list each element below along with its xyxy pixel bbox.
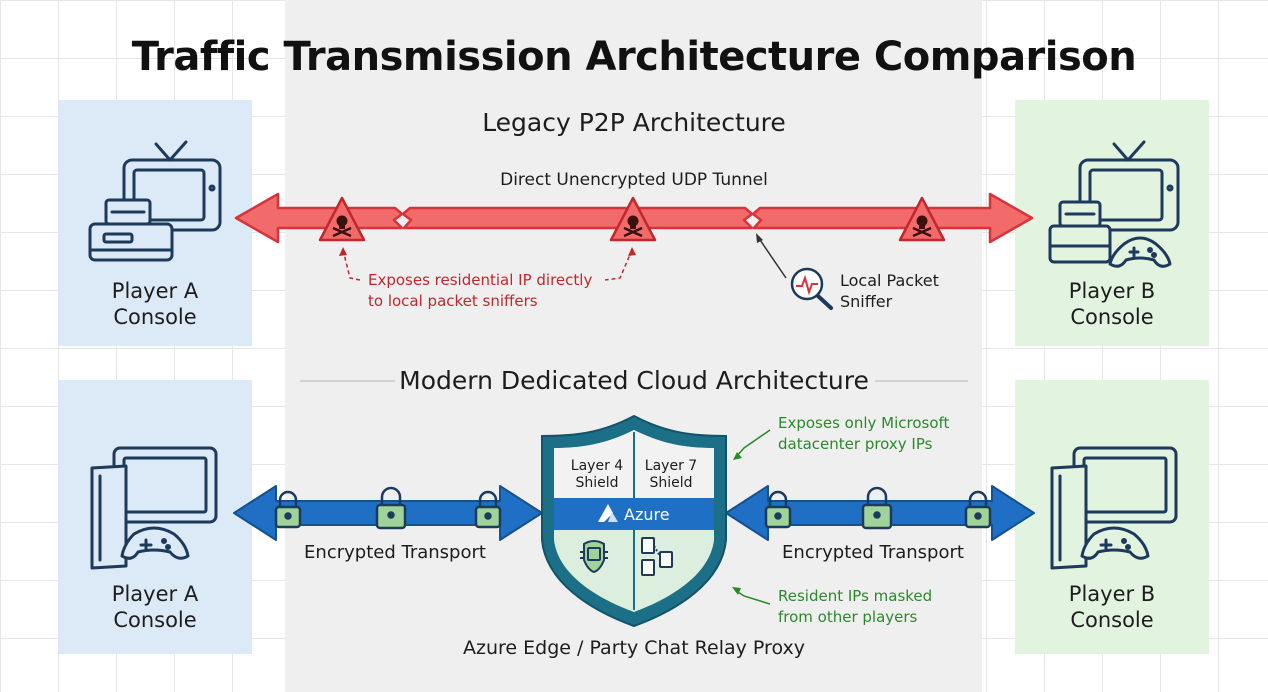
microsoft-proxy-note-line2: datacenter proxy IPs — [778, 435, 933, 453]
shield-layer4-line2: Shield — [575, 475, 619, 491]
modern-player-a-label-line2: Console — [113, 608, 197, 632]
residential-ip-note-line2: to local packet sniffers — [368, 292, 538, 310]
modern-player-a-label: Player A Console — [58, 581, 252, 633]
azure-brand-label: Azure — [624, 505, 670, 524]
padlock-icon — [861, 486, 893, 530]
modern-player-b-label-line2: Console — [1070, 608, 1154, 632]
proxy-label: Azure Edge / Party Chat Relay Proxy — [463, 637, 805, 659]
legacy-player-a-label-line2: Console — [113, 305, 197, 329]
modern-player-b-label: Player B Console — [1015, 581, 1209, 633]
shield-layer7-line1: Layer 7 — [644, 458, 698, 474]
tunnel-label: Direct Unencrypted UDP Tunnel — [500, 170, 768, 190]
shield-layer7-line2: Shield — [649, 475, 693, 491]
console-tv-icon — [1050, 446, 1178, 570]
microsoft-proxy-note: Exposes only Microsoft datacenter proxy … — [778, 413, 978, 455]
masked-ip-note-line2: from other players — [778, 608, 918, 626]
residential-ip-note: Exposes residential IP directly to local… — [368, 270, 628, 312]
padlock-icon — [764, 490, 792, 529]
packet-sniffer-label-line2: Sniffer — [840, 292, 893, 311]
padlock-icon — [964, 490, 992, 529]
modern-section-title: Modern Dedicated Cloud Architecture — [399, 366, 869, 395]
console-tv-icon — [88, 140, 222, 262]
legacy-player-a-label-line1: Player A — [111, 279, 199, 303]
azure-shield-icon — [541, 414, 727, 628]
modern-player-b-label-line1: Player B — [1068, 582, 1156, 606]
residential-ip-note-line1: Exposes residential IP directly — [368, 271, 593, 289]
padlock-icon — [375, 486, 407, 530]
packet-sniffer-label: Local Packet Sniffer — [840, 270, 939, 312]
modern-player-a-label-line1: Player A — [111, 582, 199, 606]
skull-warning-icon — [318, 196, 366, 242]
shield-layer4-line1: Layer 4 — [570, 458, 624, 474]
skull-warning-icon — [609, 196, 657, 242]
padlock-icon — [474, 490, 502, 529]
legacy-player-b-label: Player B Console — [1015, 278, 1209, 330]
unencrypted-udp-arrow — [234, 192, 1034, 244]
legacy-player-b-label-line1: Player B — [1068, 279, 1156, 303]
page-title: Traffic Transmission Architecture Compar… — [131, 34, 1137, 80]
padlock-icon — [274, 490, 302, 529]
transport-right-label: Encrypted Transport — [782, 542, 964, 563]
console-tv-icon — [1048, 140, 1180, 268]
magnifier-pulse-icon — [790, 267, 833, 310]
legacy-section-title: Legacy P2P Architecture — [482, 108, 786, 137]
masked-ip-note-line1: Resident IPs masked — [778, 587, 933, 605]
microsoft-proxy-note-line1: Exposes only Microsoft — [778, 414, 950, 432]
legacy-player-a-label: Player A Console — [58, 278, 252, 330]
console-tv-icon — [90, 446, 218, 570]
transport-left-label: Encrypted Transport — [304, 542, 486, 563]
legacy-player-b-label-line2: Console — [1070, 305, 1154, 329]
shield-layer4-label: Layer 4 Shield — [560, 458, 634, 492]
modern-player-a-panel — [58, 380, 252, 654]
skull-warning-icon — [898, 196, 946, 242]
masked-ip-note: Resident IPs masked from other players — [778, 586, 978, 628]
packet-sniffer-label-line1: Local Packet — [840, 271, 939, 290]
shield-layer7-label: Layer 7 Shield — [634, 458, 708, 492]
